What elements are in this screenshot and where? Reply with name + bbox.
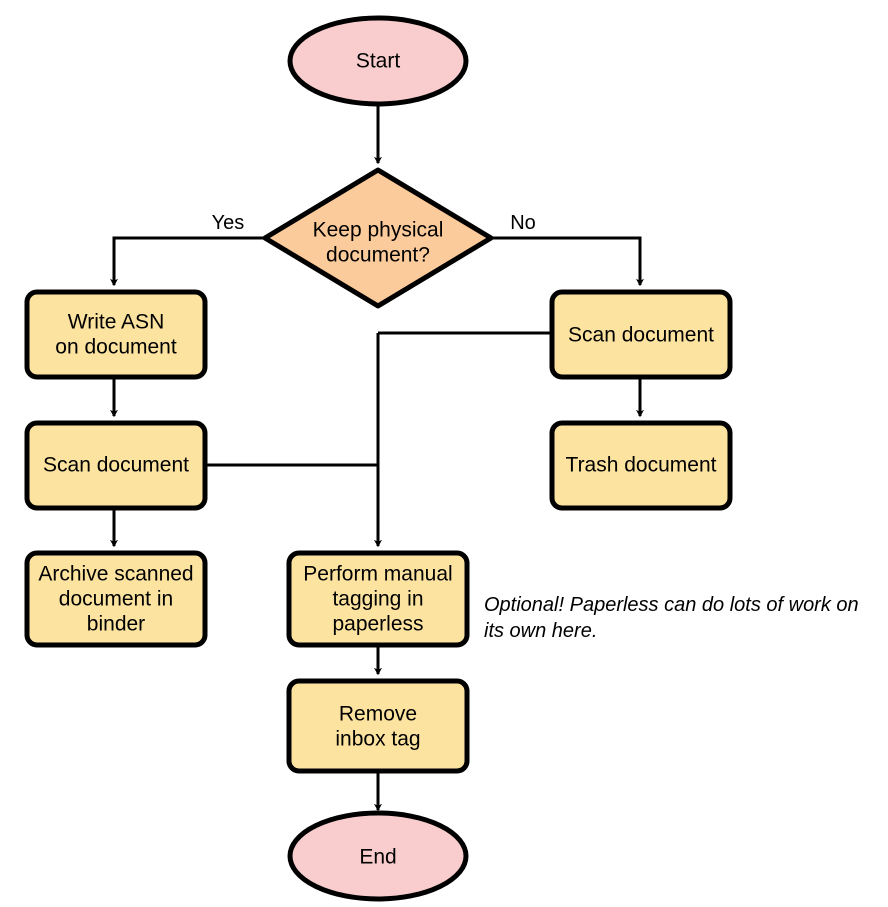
node-write-asn[interactable]: Write ASN on document [24,289,208,380]
archive-box-shape[interactable] [24,550,208,648]
remove-inbox-tag-box-shape[interactable] [286,678,470,774]
node-perform-manual-tagging[interactable]: Perform manual tagging in paperless [286,550,470,648]
edge-label-yes: Yes [212,212,245,234]
scan-document-left-label: Scan document [43,454,189,477]
node-end[interactable]: End [287,810,469,902]
decision-label-line2: document? [326,244,430,267]
trash-document-label: Trash document [566,454,717,477]
tagging-label-line3: paperless [332,613,423,636]
node-start[interactable]: Start [287,15,469,107]
edge-labels-layer: Yes No [212,212,536,234]
node-trash-document[interactable]: Trash document [549,420,733,511]
scan-document-right-label: Scan document [568,324,714,347]
node-decision-keep-physical-document[interactable]: Keep physical document? [262,167,494,309]
archive-label-line1: Archive scanned [38,563,193,586]
decision-label-line1: Keep physical [313,219,444,242]
scan-document-left-box-shape[interactable] [24,420,208,511]
archive-label-line2: document in [59,588,173,611]
edges-layer [110,99,644,812]
node-scan-document-left[interactable]: Scan document [24,420,208,511]
annotation-optional-note: Optional! Paperless can do lots of work … [484,594,859,642]
end-label: End [359,846,396,869]
node-scan-document-right[interactable]: Scan document [549,289,733,380]
start-label: Start [356,50,401,73]
archive-label-line3: binder [87,613,145,636]
write-asn-label-line2: on document [55,336,177,359]
node-remove-inbox-tag[interactable]: Remove inbox tag [286,678,470,774]
scan-document-right-box-shape[interactable] [549,289,733,380]
tagging-label-line1: Perform manual [303,563,452,586]
tagging-label-line2: tagging in [332,588,423,611]
end-ellipse-shape[interactable] [287,810,469,902]
node-archive-scanned-document[interactable]: Archive scanned document in binder [24,550,208,648]
write-asn-label-line1: Write ASN [68,311,164,334]
edge-decision-yes-to-write-asn [110,236,265,287]
edge-label-no: No [510,212,536,234]
remove-inbox-tag-label-line1: Remove [339,703,417,726]
remove-inbox-tag-label-line2: inbox tag [335,728,420,751]
annotation-line2: its own here. [484,620,597,642]
decision-diamond-shape[interactable] [262,167,494,309]
start-ellipse-shape[interactable] [287,15,469,107]
edge-decision-no-to-scan-right [491,236,644,287]
trash-document-box-shape[interactable] [549,420,733,511]
tagging-box-shape[interactable] [286,550,470,648]
annotation-line1: Optional! Paperless can do lots of work … [484,594,859,616]
write-asn-box-shape[interactable] [24,289,208,380]
